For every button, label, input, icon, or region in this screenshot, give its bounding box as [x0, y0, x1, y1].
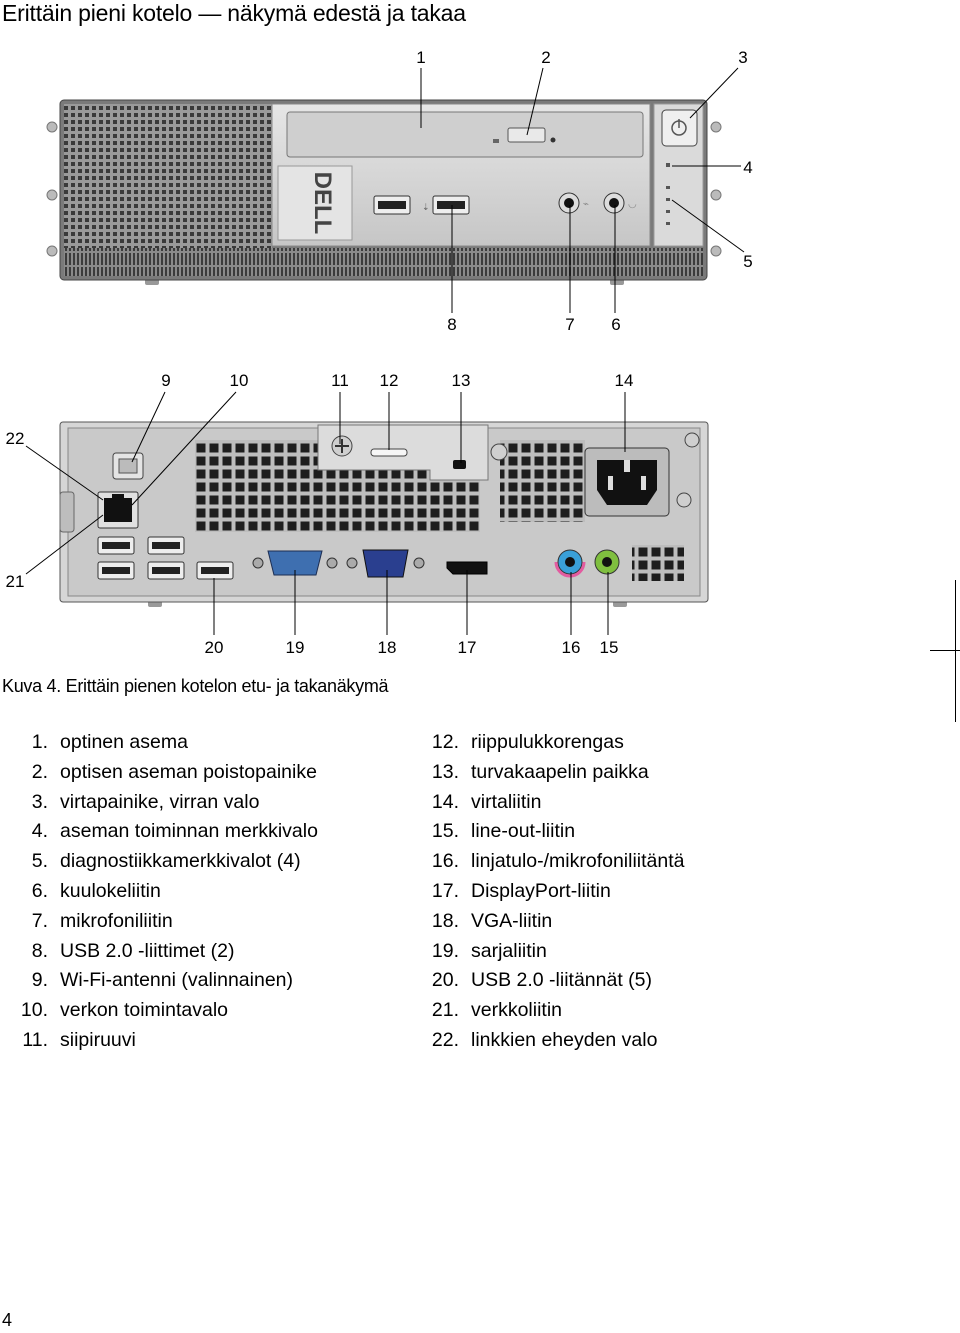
page-number: 4 [2, 1310, 13, 1330]
legend-item: 3.virtapainike, virran valo [31, 790, 260, 813]
security-slot [453, 460, 466, 469]
callout-16: 16 [562, 638, 581, 657]
legend-item: 13.turvakaapelin paikka [431, 760, 649, 783]
callout-7: 7 [565, 315, 574, 334]
front-callouts: 1 2 3 4 5 6 7 8 [416, 48, 752, 334]
margin-mark-vertical [955, 580, 956, 722]
displayport-connector [446, 561, 488, 575]
legend-item: 5.diagnostiikkamerkkivalot (4) [31, 850, 301, 873]
callout-14: 14 [615, 371, 634, 390]
callout-11: 11 [331, 371, 349, 390]
front-usb-ports[interactable]: ⇣ [373, 195, 470, 215]
callout-12: 12 [380, 371, 399, 390]
front-audio-jacks[interactable]: ⌁ ◡ [558, 192, 637, 214]
legend-item: 12.riippulukkorengas [431, 731, 624, 753]
svg-text:◡: ◡ [628, 199, 637, 210]
margin-mark-horizontal [930, 650, 960, 651]
front-view: DELL ⇣ ⌁ ◡ [46, 67, 745, 313]
legend-item: 6.kuulokeliitin [31, 879, 161, 902]
legend-item: 21.verkkoliitin [431, 999, 563, 1022]
callout-19: 19 [286, 638, 305, 657]
legend-item: 16.linjatulo-/mikrofoniliitäntä [431, 850, 685, 873]
callout-22: 22 [6, 429, 25, 448]
legend-item: 9.Wi-Fi-antenni (valinnainen) [31, 969, 294, 992]
callout-1: 1 [416, 48, 425, 67]
rear-view [25, 391, 709, 635]
chassis-illustration: DELL ⇣ ⌁ ◡ [6, 48, 753, 657]
network-connector [97, 491, 139, 529]
padlock-ring [370, 448, 408, 457]
callout-10: 10 [230, 371, 249, 390]
callout-6: 6 [611, 315, 620, 334]
rear-usb-ports [97, 536, 234, 580]
vga-connector [346, 549, 425, 578]
legend-item: 20.USB 2.0 -liitännät (5) [431, 969, 652, 992]
legend-item: 11.siipiruuvi [22, 1028, 136, 1051]
callout-5: 5 [743, 252, 752, 271]
callout-17: 17 [458, 638, 477, 657]
callout-4: 4 [743, 158, 752, 177]
legend-item: 8.USB 2.0 -liittimet (2) [31, 939, 235, 962]
dell-logo: DELL [309, 172, 336, 235]
rear-callouts: 9 10 11 12 13 14 15 16 17 18 19 20 21 22 [6, 371, 634, 657]
legend-item: 22.linkkien eheyden valo [431, 1028, 658, 1051]
callout-9: 9 [161, 371, 170, 390]
legend-item: 2.optisen aseman poistopainike [31, 760, 317, 783]
legend-left: 1.optinen asema 2.optisen aseman poistop… [0, 728, 318, 1056]
serial-connector [252, 550, 338, 576]
callout-21: 21 [6, 572, 25, 591]
callout-13: 13 [452, 371, 471, 390]
legend-item: 7.mikrofoniliitin [31, 909, 173, 932]
legend-item: 4.aseman toiminnan merkkivalo [31, 820, 318, 843]
callout-20: 20 [205, 638, 224, 657]
callout-15: 15 [600, 638, 619, 657]
legend-item: 1.optinen asema [31, 731, 188, 753]
legend-item: 14.virtaliitin [431, 790, 542, 813]
callout-8: 8 [447, 315, 456, 334]
legend-item: 10.verkon toimintavalo [20, 999, 228, 1022]
figure-caption: Kuva 4. Erittäin pienen kotelon etu- ja … [2, 676, 389, 696]
callout-2: 2 [541, 48, 550, 67]
legend-item: 15.line-out-liitin [431, 820, 576, 843]
callout-3: 3 [738, 48, 747, 67]
callout-18: 18 [378, 638, 397, 657]
legend-right: 12.riippulukkorengas 13.turvakaapelin pa… [411, 728, 685, 1056]
legend-item: 17.DisplayPort-liitin [431, 879, 611, 902]
power-connector [584, 447, 670, 517]
page-heading: Erittäin pieni kotelo — näkymä edestä ja… [2, 0, 466, 26]
legend-item: 18.VGA-liitin [431, 909, 553, 932]
legend-item: 19.sarjaliitin [431, 939, 547, 962]
svg-text:⇣: ⇣ [422, 203, 430, 213]
rear-audio-jacks [554, 549, 620, 578]
svg-text:⌁: ⌁ [583, 199, 589, 210]
